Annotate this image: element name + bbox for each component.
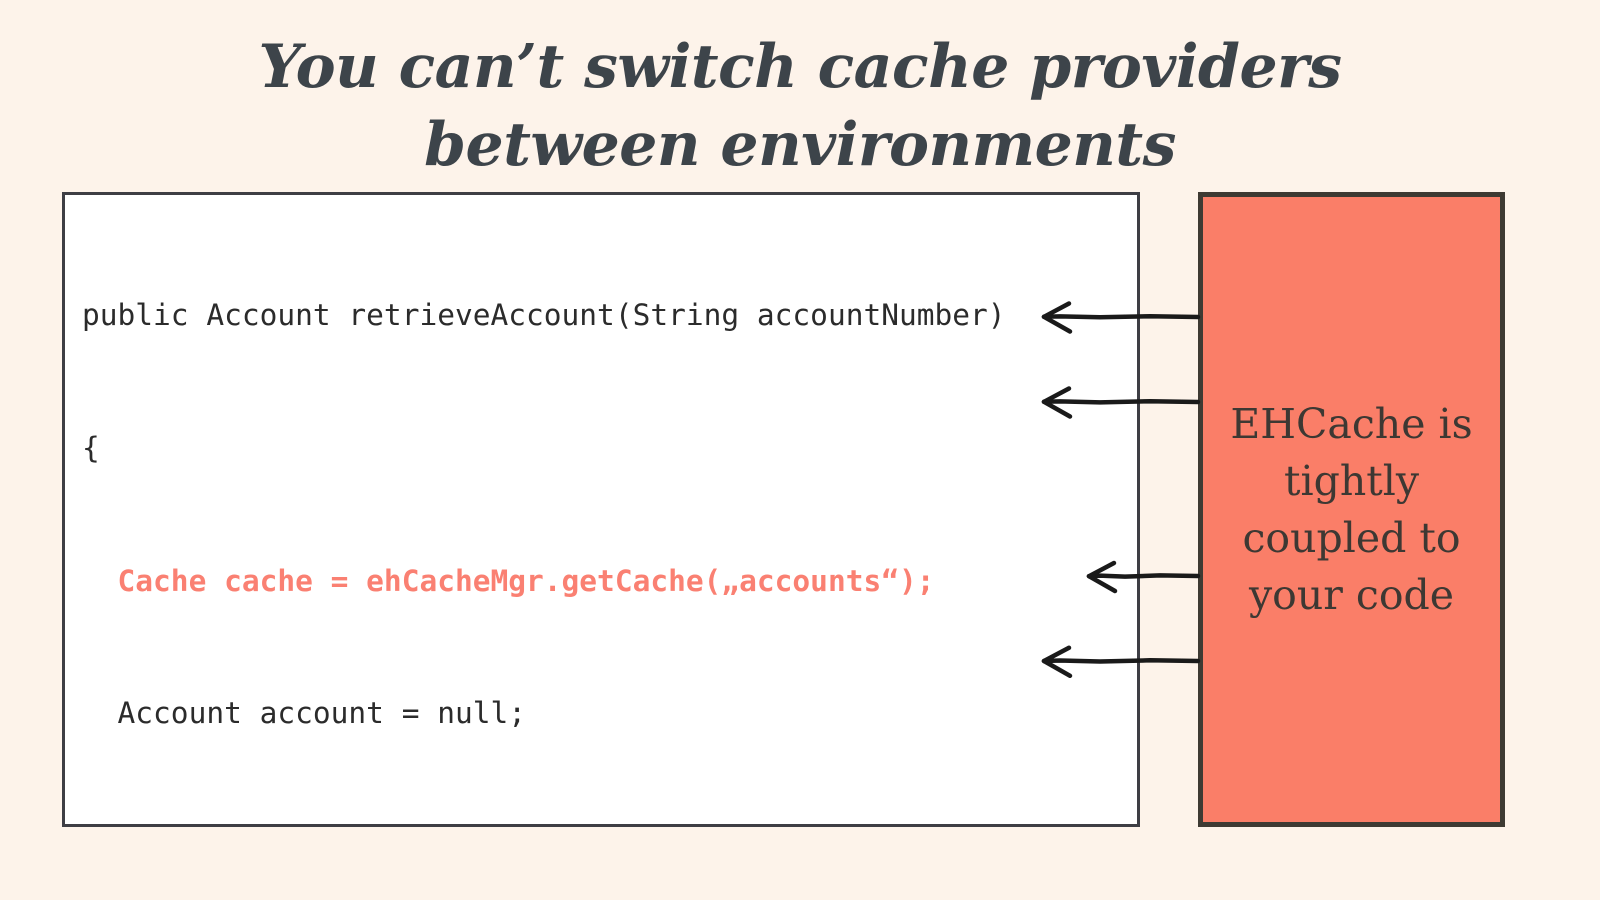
code-line-highlighted: Cache cache = ehCacheMgr.getCache(„accou… <box>82 563 935 598</box>
code-line-highlighted: Element element = cache.get(accountNumbe… <box>82 824 1137 825</box>
code-line: { <box>82 431 100 465</box>
code-listing: public Account retrieveAccount(String ac… <box>82 205 1137 825</box>
callout-box: EHCache is tightly coupled to your code <box>1198 192 1505 827</box>
code-block: public Account retrieveAccount(String ac… <box>62 192 1140 827</box>
callout-text: EHCache is tightly coupled to your code <box>1230 399 1486 619</box>
code-line: public Account retrieveAccount(String ac… <box>82 298 1006 333</box>
page-title: You can’t switch cache providers between… <box>258 32 1362 180</box>
code-line: Account account = null; <box>82 696 527 731</box>
